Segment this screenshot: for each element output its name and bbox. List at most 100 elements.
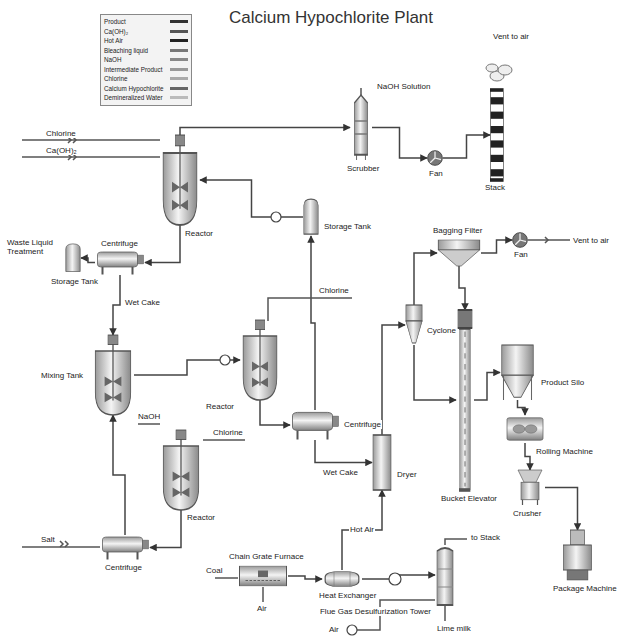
drawing-part (262, 587, 264, 602)
legend-swatch (170, 58, 188, 61)
equipment-label: Centrifuge (343, 420, 382, 429)
stream-label: Salt (40, 535, 56, 544)
equipment-label: Package Machine (552, 584, 618, 593)
legend-swatch (170, 30, 188, 33)
legend-row: Demineralized Water (104, 93, 188, 103)
drawing-part (259, 336, 260, 386)
drawing-part (460, 328, 471, 490)
legend-text: Product (104, 18, 126, 25)
equipment-vessel: Reactor (160, 135, 200, 225)
drawing-part (354, 121, 367, 134)
drawing-part (438, 240, 479, 250)
drawing-part (518, 470, 542, 482)
equipment-vessel: Mixing Tank (92, 335, 134, 415)
legend-text: Intermediate Product (104, 66, 162, 73)
stream-label: Chlorine (45, 129, 77, 138)
legend-row: Chlorine (104, 74, 188, 84)
stream-label: NaOH (137, 412, 161, 421)
cent-symbol (95, 250, 145, 275)
equipment-tower: Flue Gas Desulfurization Tower (435, 545, 455, 605)
drawing-part (98, 252, 138, 267)
tower-symbol (435, 545, 455, 605)
drawing-part (564, 545, 592, 570)
dryer-symbol (372, 435, 392, 490)
stack-band (491, 126, 504, 133)
drawing-part (504, 375, 532, 400)
drawing-part (220, 355, 230, 365)
equipment-cent: Centrifuge (290, 410, 340, 440)
pipe-connector (372, 128, 427, 159)
drawing-part (513, 425, 525, 433)
drawing-part (293, 412, 333, 430)
drawing-part (507, 418, 543, 440)
equipment-fan: Fan (512, 232, 528, 248)
pipe-connector (382, 325, 405, 435)
drawing-part (525, 425, 537, 433)
drawing-part (22, 139, 160, 141)
drawing-part (215, 577, 238, 579)
equipment-label: Flue Gas Desulfurization Tower (319, 607, 432, 616)
pipe-connector (150, 510, 181, 548)
title: Calcium Hypochlorite Plant (200, 8, 462, 28)
equipment-label: Rolling Machine (535, 447, 594, 456)
drawing-part (430, 152, 441, 163)
equipment-cent: Centrifuge (100, 535, 150, 560)
stream-label: Vent to air (572, 236, 610, 245)
bag-symbol (437, 240, 481, 266)
legend-swatch (170, 87, 188, 90)
drawing-part (108, 335, 118, 345)
legend-row: Hot Air (104, 36, 188, 46)
hx-symbol (322, 570, 362, 588)
pipe-connector (518, 400, 526, 415)
furn-symbol (238, 565, 288, 587)
drawing-part (567, 570, 588, 580)
drawing-part (389, 573, 401, 585)
equipment-vessel: Reactor (240, 320, 280, 400)
drawing-part (486, 64, 498, 72)
drawing-part (491, 97, 504, 176)
drawing-part (179, 153, 180, 209)
drawing-part (515, 234, 526, 245)
stack-band (491, 169, 504, 176)
drawing-part (438, 250, 479, 266)
stack-band (491, 155, 504, 162)
fan-symbol (427, 150, 443, 166)
legend-text: Chlorine (104, 75, 127, 82)
equipment-scrub: Scrubber (350, 95, 372, 160)
cent-symbol (290, 410, 340, 440)
equipment-stack: Stack (490, 90, 504, 180)
drawing-part (437, 569, 453, 587)
scrub-symbol (350, 95, 372, 160)
equipment-dryer: Dryer (372, 435, 392, 490)
drawing-part (428, 151, 443, 166)
drawing-part (176, 430, 186, 440)
legend-text: Bleaching liquid (104, 47, 148, 54)
roll-symbol (505, 415, 545, 443)
crush-symbol (515, 470, 545, 505)
pipe-connector (481, 240, 512, 253)
stream-label: Chlorine (212, 428, 244, 437)
legend-row: NaOH (104, 55, 188, 65)
legend-text: Demineralized Water (104, 94, 163, 101)
drawing-part (95, 351, 130, 415)
equipment-label: Crusher (512, 509, 542, 518)
pipe-connector (443, 135, 490, 158)
stack-band (491, 140, 504, 147)
fan-symbol (512, 232, 528, 248)
legend-row: Intermediate Product (104, 65, 188, 75)
legend-swatch (170, 77, 188, 80)
legend-text: NaOH (104, 56, 122, 63)
drawing-part (175, 135, 185, 146)
equipment-tank: Storage Tank (303, 198, 319, 236)
pipe-connector (311, 236, 315, 410)
pipe-connector (113, 275, 120, 335)
legend-swatch (170, 49, 188, 52)
drawing-part (458, 310, 472, 328)
pipe-connector (342, 490, 382, 570)
drawing-part (298, 430, 328, 439)
legend-swatch (170, 68, 188, 71)
drawing-part (437, 548, 453, 605)
